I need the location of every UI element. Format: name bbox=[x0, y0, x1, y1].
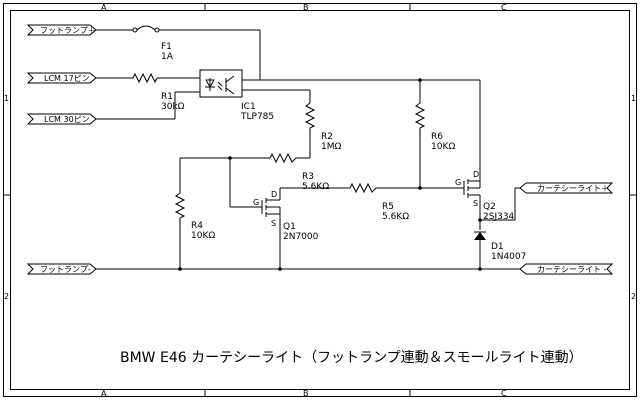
connector-foot-lamp-plus-label: フットランプ＋ bbox=[40, 26, 96, 35]
q2-ref: Q2 bbox=[483, 202, 496, 212]
mosfet-q1: G D S Q1 2N7000 bbox=[253, 188, 319, 269]
connector-courtesy-plus: カーテシーライト＋ bbox=[519, 182, 614, 194]
r1-ref: R1 bbox=[161, 92, 173, 102]
r4-ref: R4 bbox=[191, 221, 203, 231]
connector-courtesy-minus-label: カーテシーライト - bbox=[537, 265, 607, 274]
q1-d: D bbox=[271, 190, 277, 199]
q2-s: S bbox=[473, 199, 478, 208]
connector-lcm30: LCM 30ピン bbox=[26, 113, 97, 125]
f1-ref: F1 bbox=[161, 42, 172, 52]
grid-col-b-top: B bbox=[303, 3, 309, 12]
d1-ref: D1 bbox=[491, 242, 504, 252]
grid-col-a-bottom: A bbox=[101, 389, 107, 398]
grid-col-c-bottom: C bbox=[501, 389, 507, 398]
grid-col-c-top: C bbox=[501, 3, 507, 12]
grid-row-1-left: 1 bbox=[4, 94, 9, 103]
r3-value: 5.6KΩ bbox=[302, 182, 329, 192]
q1-value: 2N7000 bbox=[283, 232, 319, 242]
connector-lcm17: LCM 17ピン bbox=[26, 72, 97, 84]
ic1-ref: IC1 bbox=[241, 102, 256, 112]
resistor-r3-r5: R3 5.6KΩ R5 5.6KΩ bbox=[280, 172, 420, 222]
q1-g: G bbox=[253, 198, 259, 207]
grid-row-2-right: 2 bbox=[631, 292, 636, 301]
diagram-title: BMW E46 カーテシーライト（フットランプ連動＆スモールライト連動） bbox=[120, 350, 583, 366]
r5-ref: R5 bbox=[382, 202, 394, 212]
d1-value: 1N4007 bbox=[491, 252, 526, 262]
connector-courtesy-minus: カーテシーライト - bbox=[519, 263, 614, 275]
r6-ref: R6 bbox=[431, 132, 443, 142]
r4-value: 10KΩ bbox=[191, 231, 215, 241]
connector-foot-lamp-minus: フットランプ- bbox=[26, 263, 97, 275]
r2-value: 1MΩ bbox=[321, 142, 341, 152]
optocoupler-ic1: IC1 TLP785 bbox=[96, 69, 480, 122]
grid-col-a-top: A bbox=[101, 3, 107, 12]
q2-value: 2SJ334 bbox=[483, 212, 515, 222]
connector-lcm17-label: LCM 17ピン bbox=[44, 74, 90, 83]
connector-lcm30-label: LCM 30ピン bbox=[44, 115, 90, 124]
connector-foot-lamp-minus-label: フットランプ- bbox=[40, 265, 91, 274]
output-wire bbox=[478, 187, 520, 222]
ic1-value: TLP785 bbox=[240, 112, 274, 122]
drawing-frame bbox=[3, 3, 637, 397]
r6-value: 10KΩ bbox=[431, 142, 455, 152]
q1-s: S bbox=[271, 219, 276, 228]
q2-g: G bbox=[455, 178, 461, 187]
resistor-r6: R6 10KΩ bbox=[414, 78, 464, 190]
resistor-r2: R2 1MΩ bbox=[304, 90, 341, 158]
resistor-r4: R4 10KΩ bbox=[174, 158, 215, 269]
connector-foot-lamp-plus: フットランプ＋ bbox=[26, 24, 97, 36]
r2-ref: R2 bbox=[321, 132, 333, 142]
q2-d: D bbox=[473, 170, 479, 179]
diode-d1: D1 1N4007 bbox=[474, 231, 526, 269]
ground-net bbox=[96, 267, 520, 271]
r5-value: 5.6KΩ bbox=[382, 212, 409, 222]
grid-col-b-bottom: B bbox=[303, 389, 309, 398]
fuse-f1: F1 1A bbox=[96, 25, 261, 80]
grid-row-1-right: 1 bbox=[631, 94, 636, 103]
grid-row-2-left: 2 bbox=[4, 292, 9, 301]
q1-ref: Q1 bbox=[283, 222, 296, 232]
resistor-r1: R1 30kΩ bbox=[96, 72, 200, 112]
connector-courtesy-plus-label: カーテシーライト＋ bbox=[537, 184, 609, 193]
r3-ref: R3 bbox=[302, 172, 314, 182]
gate-node-net bbox=[180, 152, 310, 208]
r1-value: 30kΩ bbox=[161, 102, 185, 112]
grid-labels: A B C A B C 1 2 1 2 bbox=[4, 3, 636, 398]
mosfet-q2: G D S Q2 2SJ334 bbox=[455, 80, 515, 230]
f1-value: 1A bbox=[161, 52, 174, 62]
